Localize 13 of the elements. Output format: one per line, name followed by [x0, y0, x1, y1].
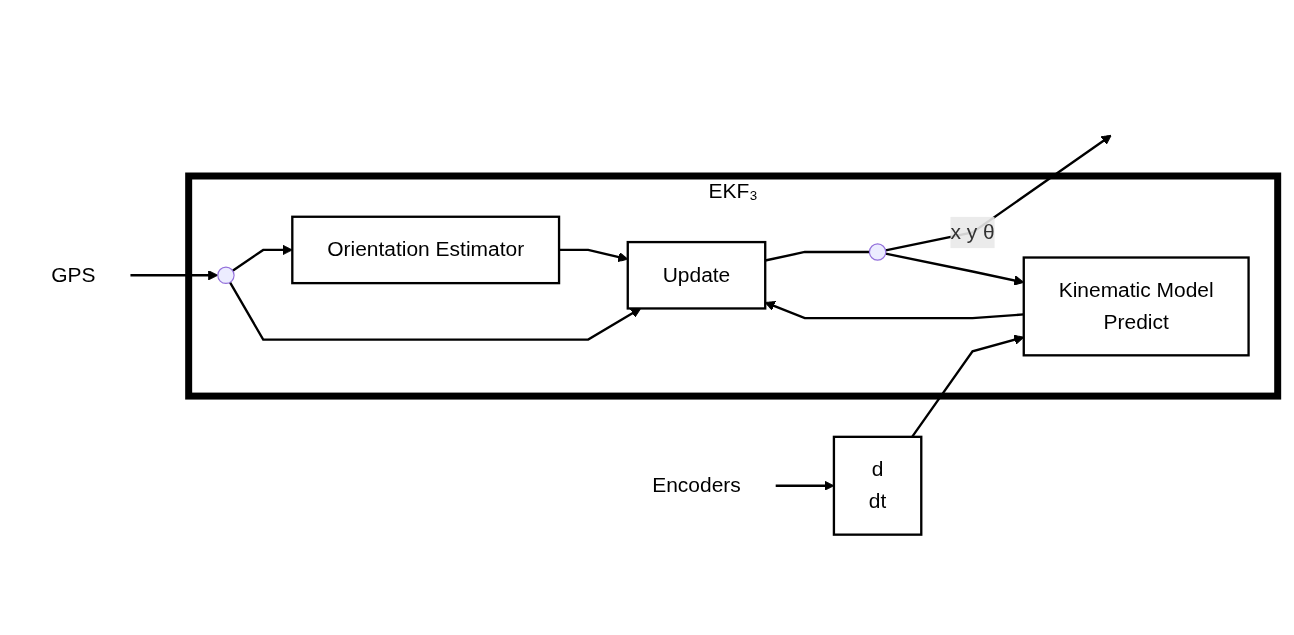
node-box: Kinematic Model Predict: [1022, 256, 1250, 357]
arrow: [130, 270, 219, 281]
edge-label: x y θ: [950, 220, 995, 244]
node-text: Encoders: [652, 473, 741, 497]
node-circle: [868, 243, 887, 261]
arrow: [232, 244, 293, 272]
node-text: GPS: [51, 263, 96, 287]
node-box: d dt: [832, 435, 923, 536]
node-circle: [217, 266, 235, 284]
node-box: Update: [626, 240, 767, 310]
arrow: [885, 134, 1112, 252]
node-box: Orientation Estimator: [291, 215, 561, 285]
arrow: [229, 281, 642, 341]
